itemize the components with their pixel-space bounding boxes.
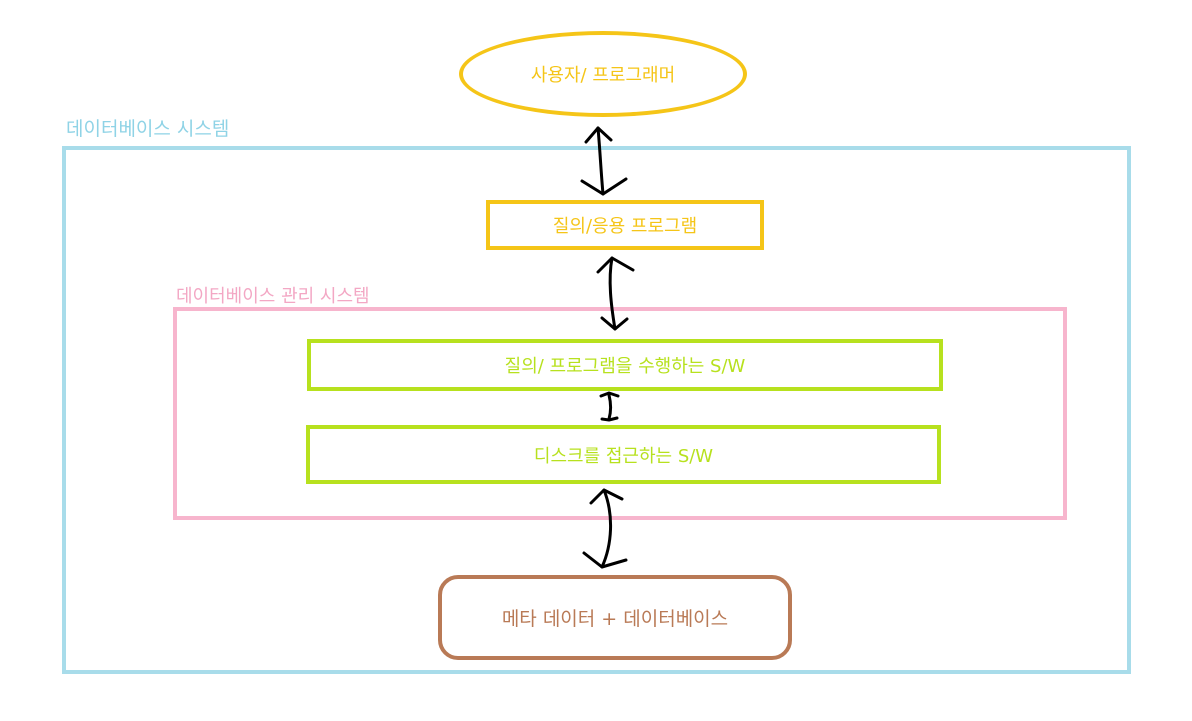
disk-access-sw-label: 디스크를 접근하는 S/W	[533, 445, 714, 467]
metadata-database-node: 메타 데이터 + 데이터베이스	[438, 575, 792, 660]
metadata-database-label: 메타 데이터 + 데이터베이스	[501, 608, 729, 630]
dbms-container	[173, 307, 1067, 520]
query-app-program-label: 질의/응용 프로그램	[552, 216, 698, 237]
dbms-label: 데이터베이스 관리 시스템	[176, 286, 370, 307]
user-programmer-label: 사용자/ 프로그래머	[530, 65, 676, 86]
query-program-sw-label: 질의/ 프로그램을 수행하는 S/W	[504, 356, 746, 377]
database-system-label: 데이터베이스 시스템	[66, 118, 230, 140]
query-app-program-node: 질의/응용 프로그램	[486, 200, 764, 250]
query-program-sw-node: 질의/ 프로그램을 수행하는 S/W	[307, 339, 943, 391]
disk-access-sw-node: 디스크를 접근하는 S/W	[306, 425, 941, 484]
user-programmer-node: 사용자/ 프로그래머	[459, 31, 747, 117]
